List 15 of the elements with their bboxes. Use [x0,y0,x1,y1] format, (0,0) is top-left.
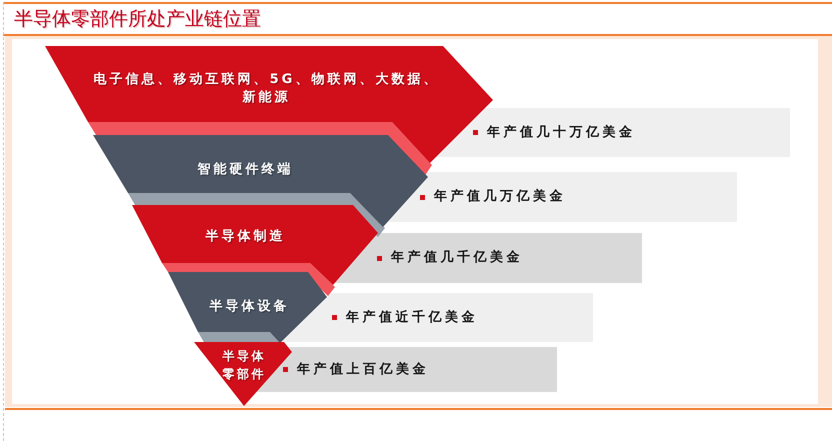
value-label: 年产值几十万亿美金 [487,124,636,142]
value-label: 年产值上百亿美金 [297,360,429,378]
value-label: 年产值近千亿美金 [346,308,478,326]
value-bar [387,172,737,222]
diagram-title: 半导体零部件所处产业链位置 [14,7,261,32]
funnel-layer [132,205,378,296]
layer-label: 电子信息、移动互联网、5G、物联网、大数据、新能源 [92,71,440,107]
layer-label: 半导体设备 [208,298,290,316]
value-bar [435,108,790,157]
value-label: 年产值几千亿美金 [391,249,523,267]
layer-label: 智能硬件终端 [196,161,294,179]
layer-label: 半导体制造 [204,228,286,246]
value-bar [334,233,642,283]
layer-label: 半导体零部件 [222,348,267,383]
value-label: 年产值几万亿美金 [434,188,566,206]
